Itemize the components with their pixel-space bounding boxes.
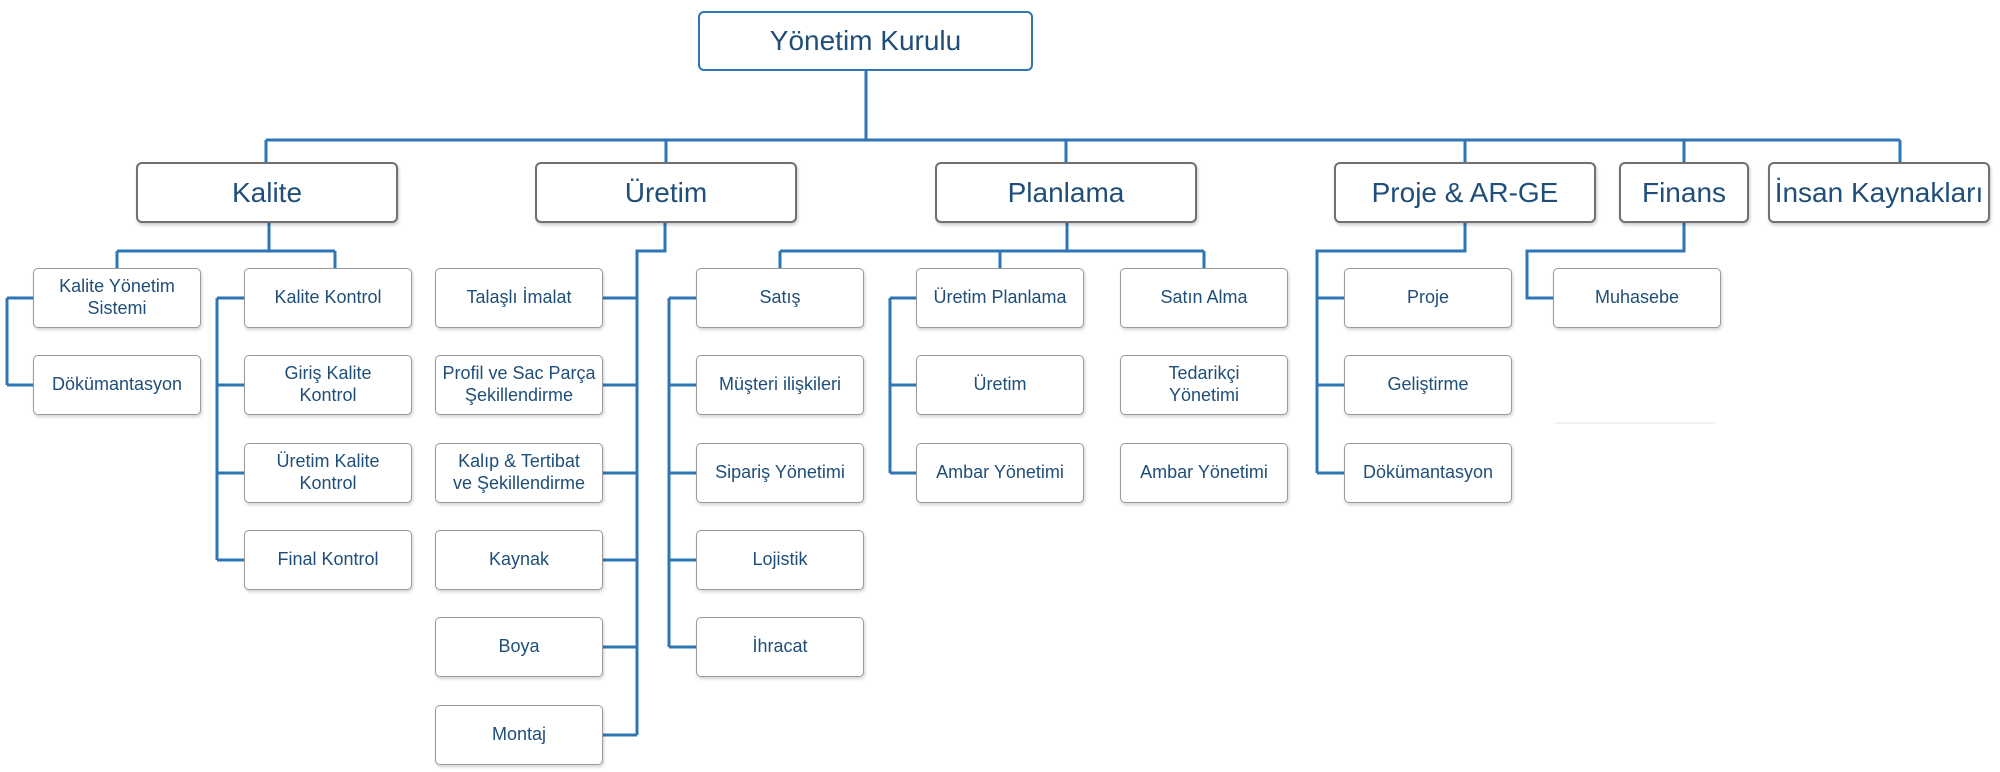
node-tedarikci-yonetimi[interactable]: Tedarikçi Yönetimi [1120,355,1288,415]
node-kalite-kontrol[interactable]: Kalite Kontrol [244,268,412,328]
node-kaynak[interactable]: Kaynak [435,530,603,590]
node-planlama-ambar[interactable]: Ambar Yönetimi [916,443,1084,503]
node-montaj[interactable]: Montaj [435,705,603,765]
node-satin-alma[interactable]: Satın Alma [1120,268,1288,328]
node-proje-arge[interactable]: Proje & AR-GE [1334,162,1596,223]
node-insan-kaynaklari[interactable]: İnsan Kaynakları [1768,162,1990,223]
node-muhasebe[interactable]: Muhasebe [1553,268,1721,328]
node-yonetim-kurulu[interactable]: Yönetim Kurulu [698,11,1033,71]
connector-proje-stem [1315,223,1467,473]
node-giris-kalite-kontrol[interactable]: Giriş Kalite Kontrol [244,355,412,415]
node-kalip-tertibat[interactable]: Kalıp & Tertibat ve Şekillendirme [435,443,603,503]
node-final-kontrol[interactable]: Final Kontrol [244,530,412,590]
node-lojistik[interactable]: Lojistik [696,530,864,590]
node-ihracat[interactable]: İhracat [696,617,864,677]
node-siparis-yonetimi[interactable]: Sipariş Yönetimi [696,443,864,503]
node-kalite-dokumantasyon[interactable]: Dökümantasyon [33,355,201,415]
node-finans[interactable]: Finans [1619,162,1749,223]
node-profil-sac[interactable]: Profil ve Sac Parça Şekillendirme [435,355,603,415]
node-uretim-planlama[interactable]: Üretim Planlama [916,268,1084,328]
node-musteri-iliskileri[interactable]: Müşteri ilişkileri [696,355,864,415]
connector-finans-stem [1525,223,1686,300]
node-satin-alma-ambar[interactable]: Ambar Yönetimi [1120,443,1288,503]
node-satis[interactable]: Satış [696,268,864,328]
node-planlama[interactable]: Planlama [935,162,1197,223]
node-gelistirme[interactable]: Geliştirme [1344,355,1512,415]
node-kalite[interactable]: Kalite [136,162,398,223]
faint-line [1555,422,1715,424]
node-planlama-uretim[interactable]: Üretim [916,355,1084,415]
node-boya[interactable]: Boya [435,617,603,677]
node-uretim-kalite-kontrol[interactable]: Üretim Kalite Kontrol [244,443,412,503]
node-proje-dokumantasyon[interactable]: Dökümantasyon [1344,443,1512,503]
node-uretim[interactable]: Üretim [535,162,797,223]
node-talasli-imalat[interactable]: Talaşlı İmalat [435,268,603,328]
connector-uretim-stem [635,223,667,735]
node-kalite-yonetim-sistemi[interactable]: Kalite Yönetim Sistemi [33,268,201,328]
node-proje[interactable]: Proje [1344,268,1512,328]
